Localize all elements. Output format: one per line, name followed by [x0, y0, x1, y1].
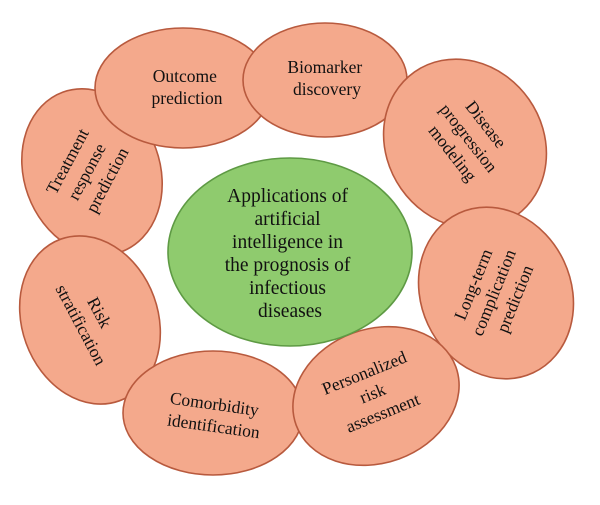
node-risk-stratification-shape: [18, 235, 162, 405]
node-long-term-complication-prediction: [417, 206, 575, 380]
outcome-prediction-label: Outcome prediction: [152, 66, 223, 108]
center-line: the prognosis of: [225, 255, 351, 276]
label-line: Outcome: [153, 66, 217, 86]
node-long-term-complication-prediction-shape: [417, 206, 575, 380]
biomarker-discovery-label: Biomarker discovery: [287, 57, 366, 99]
center-line: artificial: [255, 209, 322, 230]
label-line: prediction: [152, 88, 223, 108]
label-line: discovery: [293, 79, 361, 99]
center-line: intelligence in: [232, 232, 343, 253]
center-hub-shape: [167, 157, 413, 347]
center-hub: Applications of artificial intelligence …: [167, 157, 413, 347]
label-line: Biomarker: [287, 57, 362, 77]
center-line: diseases: [258, 301, 322, 322]
center-line: infectious: [249, 278, 326, 299]
node-risk-stratification: [18, 235, 162, 405]
center-hub-label: Applications of artificial intelligence …: [225, 186, 356, 322]
center-line: Applications of: [227, 186, 348, 207]
